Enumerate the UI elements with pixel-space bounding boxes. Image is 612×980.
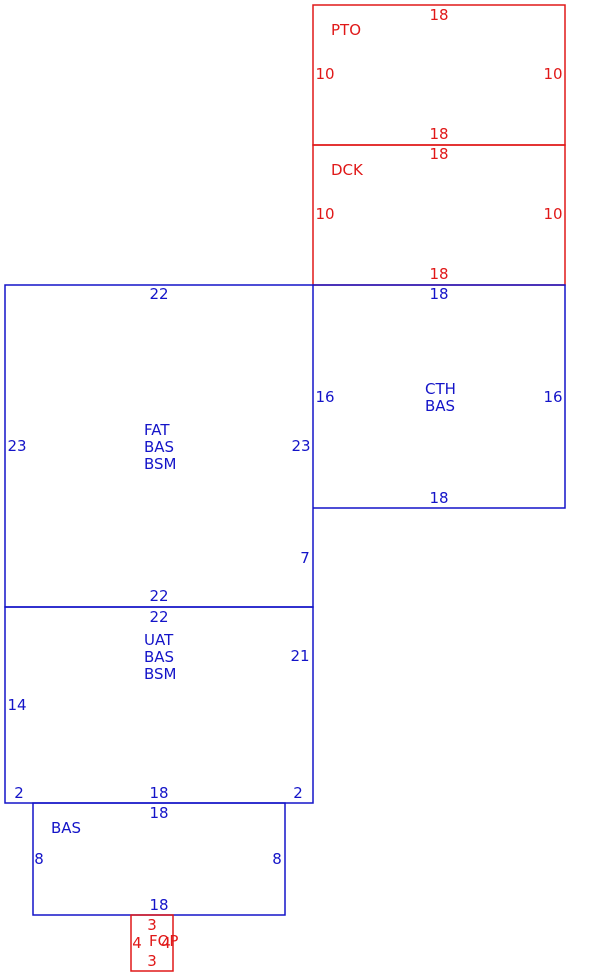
uat-top-dim: 22 [149,608,168,626]
fat-top-dim: 22 [149,285,168,303]
pto-label: PTO [331,21,361,39]
fop-right-dim: 4 [161,934,171,952]
dck-top-dim: 18 [429,145,448,163]
pto-top-dim: 18 [429,6,448,24]
fop-top-dim: 3 [147,916,157,934]
pto-right-dim: 10 [543,65,562,83]
bas-label: BAS [51,819,81,837]
dck-bottom-dim: 18 [429,265,448,283]
cth-left-dim: 16 [315,388,334,406]
fat-label-3: BSM [144,455,177,473]
dck-right-dim: 10 [543,205,562,223]
pto-bottom-dim: 18 [429,125,448,143]
uat-left-dim: 14 [7,696,26,714]
fop-label: FOP [149,932,178,950]
fat-left-dim: 23 [7,437,26,455]
fop-left-dim: 4 [132,934,142,952]
bas-right-dim: 8 [272,850,282,868]
cth-label-1: CTH [425,380,456,398]
fat-bottom-dim: 22 [149,587,168,605]
uat-bottom-right-dim: 2 [293,784,303,802]
fop-outline [130,914,174,972]
fop-bottom-dim: 3 [147,952,157,970]
uat-label-2: BAS [144,648,174,666]
uat-bottom-left-dim: 2 [14,784,24,802]
bas-bottom-dim: 18 [149,896,168,914]
fat-label-1: FAT [144,421,170,439]
uat-label-1: UAT [144,631,174,649]
dck-label: DCK [331,161,364,179]
uat-right-dim: 21 [290,647,309,665]
bas-left-dim: 8 [34,850,44,868]
fat-right-lower-dim: 7 [300,549,310,567]
cth-right-dim: 16 [543,388,562,406]
bas-top-dim: 18 [149,804,168,822]
dck-left-dim: 10 [315,205,334,223]
cth-outline [313,284,566,509]
cth-bottom-dim: 18 [429,489,448,507]
fat-label-2: BAS [144,438,174,456]
uat-label-3: BSM [144,665,177,683]
fat-right-dim: 23 [291,437,310,455]
cth-label-2: BAS [425,397,455,415]
pto-left-dim: 10 [315,65,334,83]
cth-top-dim: 18 [429,285,448,303]
uat-bottom-dim: 18 [149,784,168,802]
